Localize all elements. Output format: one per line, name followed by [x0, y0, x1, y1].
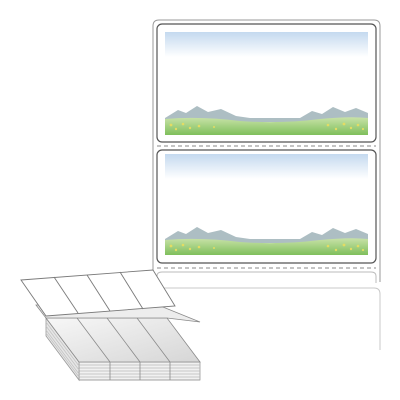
- label-2-flowers: [169, 243, 365, 252]
- label-1: [156, 23, 377, 143]
- stack-unfolding-sheet: [20, 269, 176, 317]
- label-2-sky-banner: [165, 154, 368, 179]
- label-1-sky-banner: [165, 32, 368, 57]
- label-1-landscape: [165, 106, 368, 135]
- label-3-partial: [156, 271, 377, 283]
- label-2-mountains: [165, 227, 368, 243]
- label-2-meadow: [165, 238, 368, 255]
- label-2: [156, 149, 377, 264]
- fanfold-stack: [20, 269, 201, 382]
- stack-column-dividers: [109, 362, 171, 380]
- label-2-landscape: [165, 227, 368, 255]
- label-1-mountains: [165, 106, 368, 122]
- label-1-flowers: [169, 122, 365, 131]
- label-1-meadow: [165, 117, 368, 135]
- liner-tail: [152, 274, 381, 350]
